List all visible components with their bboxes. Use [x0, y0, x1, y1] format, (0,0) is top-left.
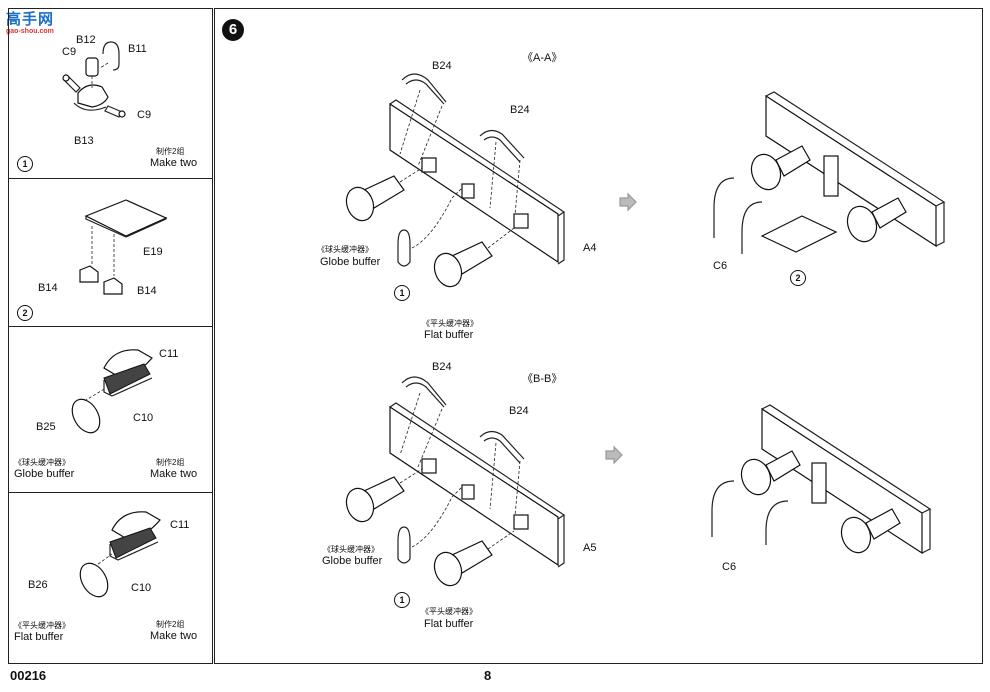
label-b14-left: B14 [38, 282, 58, 294]
view-a-ref-2: 2 [790, 270, 806, 286]
step-4-name-cn: 《平头缓冲器》 [14, 621, 70, 630]
view-a-flat-en: Flat buffer [424, 329, 474, 341]
product-code: 00216 [10, 668, 47, 683]
label-b14-right: B14 [137, 285, 157, 297]
view-b-label-a5: A5 [583, 542, 597, 554]
label-c11-s3: C11 [159, 348, 179, 360]
logo-url: gao-shou.com [6, 28, 54, 35]
step-1-note-cn: 制作2组 [156, 147, 185, 156]
view-a-flat-cn: 《平头缓冲器》 [422, 319, 478, 328]
view-b-label-b24-right: B24 [509, 405, 529, 417]
view-b-title: 《B-B》 [522, 373, 563, 385]
view-a-label-a4: A4 [583, 242, 597, 254]
page-number: 8 [484, 668, 492, 683]
view-a-title: 《A-A》 [522, 52, 563, 64]
step-4-name-en: Flat buffer [14, 631, 64, 643]
step-6-panel [214, 8, 983, 664]
label-b26: B26 [28, 579, 48, 591]
step-1-number: 1 [17, 156, 33, 172]
view-a-label-b24-top: B24 [432, 60, 452, 72]
view-b-flat-en: Flat buffer [424, 618, 474, 630]
view-b-assembly-drawing [345, 376, 932, 587]
step-6-number: 6 [222, 19, 244, 41]
label-e19: E19 [143, 246, 163, 258]
view-b-globe-en: Globe buffer [322, 555, 383, 567]
step-2-number: 2 [17, 305, 33, 321]
step-4-parts-drawing [79, 511, 161, 598]
view-a-label-c6: C6 [713, 260, 728, 272]
label-c9-upper: C9 [62, 46, 77, 58]
view-b-flat-cn: 《平头缓冲器》 [421, 607, 477, 616]
step-3-note-cn: 制作2组 [156, 458, 185, 467]
label-b13: B13 [74, 135, 94, 147]
view-b-label-c6: C6 [722, 561, 737, 573]
step-1-note-en: Make two [150, 157, 198, 169]
label-c10-s4: C10 [131, 582, 152, 594]
step-1-parts-drawing [62, 41, 126, 118]
logo-brand: 高手网 [6, 11, 55, 28]
step-3-name-en: Globe buffer [14, 468, 75, 480]
step-3-note-en: Make two [150, 468, 198, 480]
site-logo: 高手网 gao-shou.com [6, 8, 70, 38]
view-a-globe-en: Globe buffer [320, 256, 381, 268]
label-b12: B12 [76, 34, 96, 46]
view-a-ref-1: 1 [394, 285, 410, 301]
label-c10-s3: C10 [133, 412, 154, 424]
label-b25: B25 [36, 421, 56, 433]
step-2-parts-drawing [79, 199, 168, 295]
view-b-globe-cn: 《球头缓冲器》 [323, 545, 379, 554]
label-b11: B11 [128, 43, 147, 55]
view-a-label-b24-right: B24 [510, 104, 530, 116]
view-b-label-b24-top: B24 [432, 361, 452, 373]
view-b-ref-1: 1 [394, 592, 410, 608]
view-a-globe-cn: 《球头缓冲器》 [317, 245, 373, 254]
label-c11-s4: C11 [170, 519, 190, 531]
view-a-assembly-drawing [345, 73, 946, 288]
step-4-panel [8, 492, 213, 664]
label-c9-lower: C9 [137, 109, 152, 121]
step-4-note-cn: 制作2组 [156, 620, 185, 629]
step-3-name-cn: 《球头缓冲器》 [14, 458, 70, 467]
step-4-note-en: Make two [150, 630, 198, 642]
step-3-parts-drawing [71, 349, 153, 434]
